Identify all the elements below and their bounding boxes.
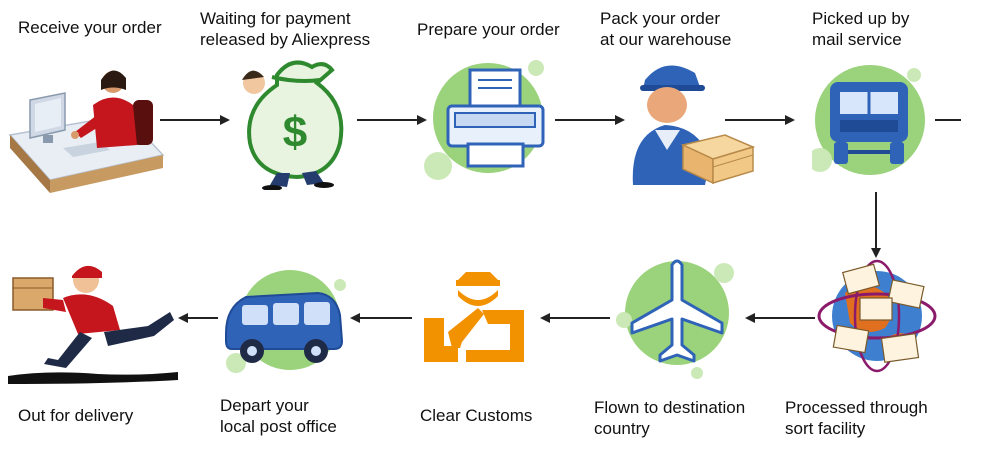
- arrow-4-5: [725, 115, 795, 125]
- step-label-out-for-delivery: Out for delivery: [18, 406, 134, 425]
- arrow-7-8: [540, 313, 610, 323]
- arrow-5-6: [871, 192, 881, 258]
- truck-icon: [812, 65, 925, 175]
- step-label-receive-order: Receive your order: [18, 18, 162, 37]
- step-label-flown: Flown to destination country: [594, 398, 746, 438]
- svg-text:$: $: [283, 108, 307, 157]
- step-label-prepare-order: Prepare your order: [417, 20, 560, 39]
- money-bag-icon: $: [242, 60, 344, 190]
- arrow-2-3: [357, 115, 427, 125]
- arrow-6-7: [745, 313, 815, 323]
- van-icon: [225, 270, 346, 373]
- warehouse-worker-icon: [632, 65, 756, 185]
- arrow-9-10: [178, 313, 218, 323]
- arrow-1-2: [160, 115, 230, 125]
- step-label-depart-post-office: Depart your local post office: [220, 396, 337, 436]
- step-label-picked-up: Picked up by mail service: [812, 9, 910, 49]
- arrow-8-9: [350, 313, 412, 323]
- globe-mail-icon: [817, 259, 937, 373]
- order-desk-icon: [8, 70, 165, 193]
- step-label-sort-facility: Processed through sort facility: [785, 398, 928, 438]
- airplane-icon: [616, 259, 734, 379]
- arrow-dash-right: [935, 119, 961, 121]
- step-label-customs: Clear Customs: [420, 406, 533, 425]
- delivery-man-icon: [8, 265, 178, 384]
- step-label-waiting-payment: Waiting for payment released by Aliexpre…: [200, 9, 371, 49]
- step-label-pack-order: Pack your order at our warehouse: [600, 9, 732, 49]
- arrow-3-4: [555, 115, 625, 125]
- printer-icon: [424, 60, 545, 180]
- customs-officer-icon: [424, 272, 524, 362]
